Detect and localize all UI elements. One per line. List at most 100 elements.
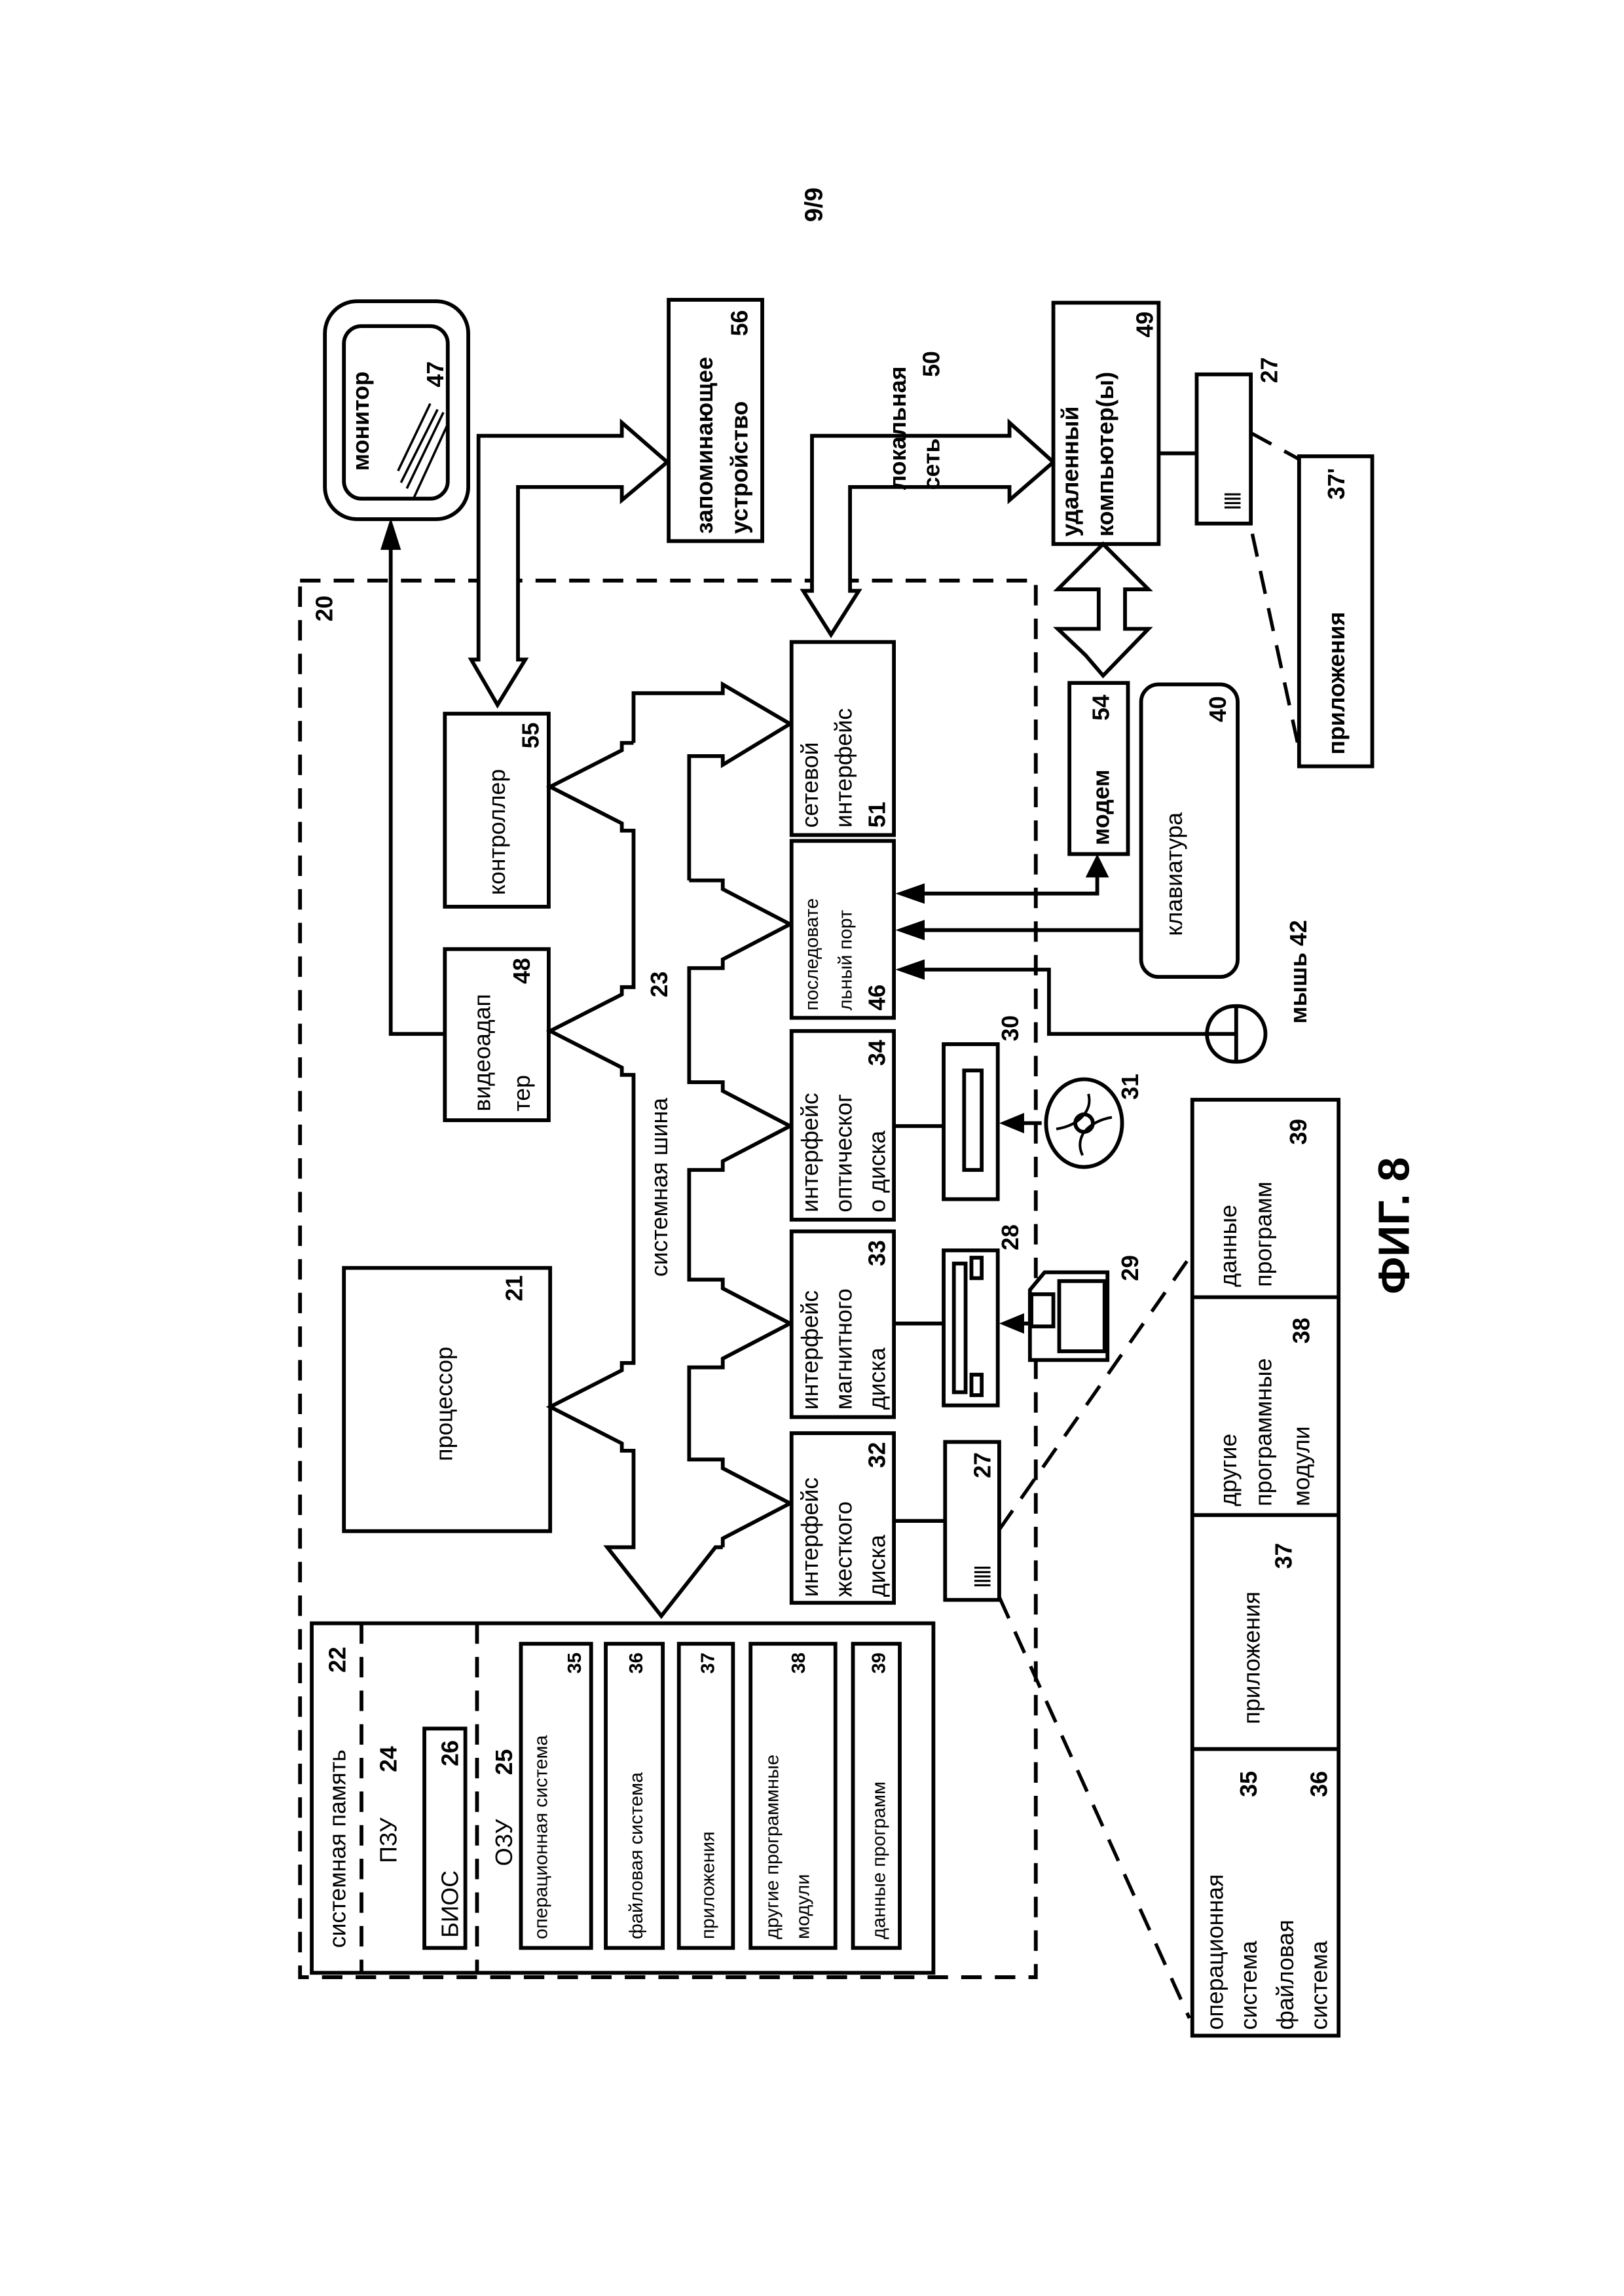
interface-ref: 33: [864, 1240, 891, 1266]
optical-drive: [944, 1044, 998, 1199]
interface-ref: 32: [864, 1442, 891, 1468]
interface-text: магнитного: [830, 1288, 857, 1410]
floppy-drive-ref: 28: [997, 1224, 1024, 1250]
table-cell-text: система: [1236, 1941, 1262, 2030]
remote-line1: удаленный: [1058, 406, 1084, 536]
table-cell-text: данные: [1215, 1205, 1242, 1287]
lan-line2: сеть: [918, 439, 944, 490]
interface-text: о диска: [864, 1131, 891, 1212]
memory-item-text: данные программ: [869, 1781, 890, 1939]
hard-disk-ref: 27: [970, 1452, 996, 1478]
controller-label: контроллер: [484, 769, 510, 895]
processor-ref: 21: [502, 1275, 528, 1302]
remote-disk-ref: 27: [1256, 357, 1282, 383]
table-cell-ref: 36: [1306, 1771, 1332, 1797]
remote-ref: 49: [1132, 312, 1158, 338]
interface-ref: 46: [864, 985, 891, 1011]
dashed-leader: [1251, 433, 1299, 459]
memory-item-text: файловая система: [626, 1772, 647, 1939]
page-number: 9/9: [801, 187, 828, 222]
ram-label: ОЗУ: [491, 1819, 517, 1866]
floppy-disk-ref: 29: [1117, 1255, 1143, 1281]
table-cell-text: другие: [1215, 1434, 1242, 1506]
video-to-monitor-line: [391, 544, 447, 1034]
memory-item-ref: 39: [869, 1652, 890, 1673]
arrowhead-icon: [895, 959, 925, 979]
arrowhead-icon: [999, 1313, 1024, 1334]
interface-text: оптическог: [830, 1094, 857, 1212]
interface-text: интерфейс: [830, 708, 857, 828]
memory-item-text: другие программные: [762, 1755, 783, 1939]
storage-ref: 56: [727, 310, 753, 337]
table-cell-text: программные: [1250, 1358, 1276, 1506]
table-cell-text: приложения: [1239, 1592, 1265, 1724]
remote-apps-label: приложения: [1323, 612, 1350, 755]
video-line2: тер: [509, 1075, 535, 1112]
bios-ref: 26: [437, 1740, 463, 1766]
monitor: монитор 47: [325, 301, 468, 519]
arrowhead-icon: [895, 920, 925, 940]
interface-text: льный порт: [835, 910, 856, 1011]
table-cell-text: система: [1306, 1941, 1332, 2030]
interface-text: интерфейс: [797, 1290, 823, 1410]
interface-text: диска: [864, 1347, 891, 1410]
interface-text: диска: [864, 1535, 891, 1597]
optical-drive-ref: 30: [997, 1015, 1024, 1042]
optical-disk-ref: 31: [1117, 1074, 1143, 1100]
system-bus-label: системная шина: [646, 1098, 673, 1277]
table-cell-text: файловая: [1272, 1920, 1299, 2030]
floppy-drive: [944, 1250, 998, 1406]
interface-text: интерфейс: [797, 1478, 823, 1597]
computer-ref: 20: [311, 596, 337, 622]
table-cell-text: операционная: [1202, 1874, 1228, 2030]
interface-text: жесткого: [830, 1501, 857, 1597]
table-cell-text: модули: [1288, 1426, 1314, 1506]
interface-text: последовате: [802, 898, 822, 1011]
interface-text: интерфейс: [797, 1093, 823, 1212]
table-cell-ref: 35: [1236, 1771, 1262, 1797]
memory-item-ref: 37: [697, 1652, 718, 1673]
memory-item-text: приложения: [697, 1831, 718, 1939]
keyboard-box: [1141, 684, 1238, 977]
floppy-disk-icon: [1030, 1272, 1107, 1360]
controller-ref: 55: [517, 722, 544, 748]
remote-disk-box: [1196, 374, 1251, 524]
lan-ref: 50: [918, 351, 944, 377]
arrowhead-icon: [1086, 854, 1109, 878]
video-ref: 48: [509, 958, 535, 984]
modem-label: модем: [1088, 769, 1114, 845]
arrowhead-icon: [895, 883, 925, 903]
rom-label: ПЗУ: [376, 1817, 402, 1863]
monitor-label: монитор: [348, 371, 374, 471]
memory-item-text: модули: [793, 1874, 814, 1939]
ram-ref: 25: [491, 1749, 517, 1776]
memory-item-ref: 38: [788, 1652, 809, 1673]
table-cell-ref: 39: [1285, 1119, 1312, 1145]
dashed-leader: [999, 1597, 1189, 2018]
figure-label: ФИГ. 8: [1369, 1157, 1418, 1294]
mouse-icon: [1207, 1006, 1265, 1062]
memory-item-ref: 35: [564, 1652, 585, 1673]
bios-label: БИОС: [437, 1870, 463, 1938]
table-cell-text: программ: [1250, 1182, 1276, 1287]
interface-ref: 34: [864, 1040, 891, 1066]
interface-ref: 51: [864, 802, 891, 828]
lan-line1: локальная: [885, 367, 911, 490]
system-memory-ref: 22: [324, 1647, 350, 1673]
modem-ref: 54: [1088, 695, 1114, 721]
controller-storage-arrow: [471, 423, 667, 705]
video-line1: видеоадап: [470, 994, 496, 1111]
monitor-ref: 47: [422, 361, 449, 388]
storage-line2: устройство: [727, 401, 753, 534]
rom-ref: 24: [376, 1746, 402, 1772]
remote-line2: компьютер(ы): [1092, 372, 1118, 537]
arrowhead-icon: [380, 518, 401, 550]
remote-apps-ref: 37': [1323, 468, 1350, 500]
table-cell-ref: 38: [1288, 1318, 1314, 1344]
keyboard-label: клавиатура: [1161, 812, 1187, 936]
memory-item-ref: 36: [626, 1652, 647, 1673]
arrowhead-icon: [999, 1113, 1024, 1133]
mouse-label: мышь 42: [1285, 920, 1312, 1023]
dashed-leader: [1252, 534, 1302, 763]
